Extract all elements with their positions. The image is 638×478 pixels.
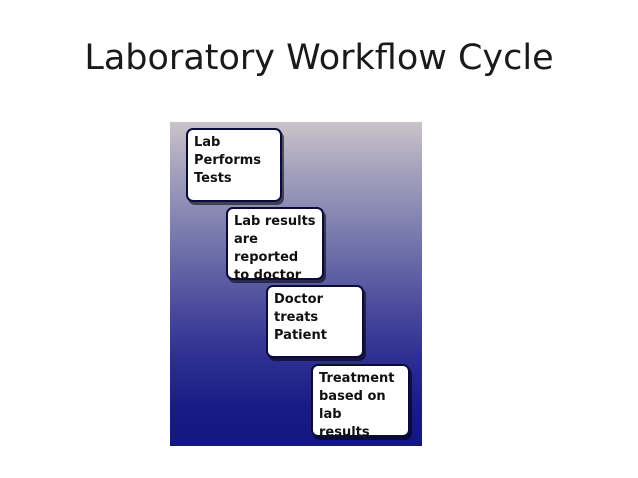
workflow-step-doctor-treats: Doctor treats Patient [266, 285, 364, 358]
slide-title: Laboratory Workflow Cycle [84, 38, 554, 78]
workflow-step-lab-performs-tests: Lab Performs Tests [186, 128, 282, 202]
workflow-diagram-panel: Lab Performs Tests Lab results are repor… [170, 122, 422, 446]
workflow-step-results-reported: Lab results are reported to doctor [226, 207, 324, 283]
workflow-step-treatment: Treatment based on lab results [311, 364, 410, 440]
